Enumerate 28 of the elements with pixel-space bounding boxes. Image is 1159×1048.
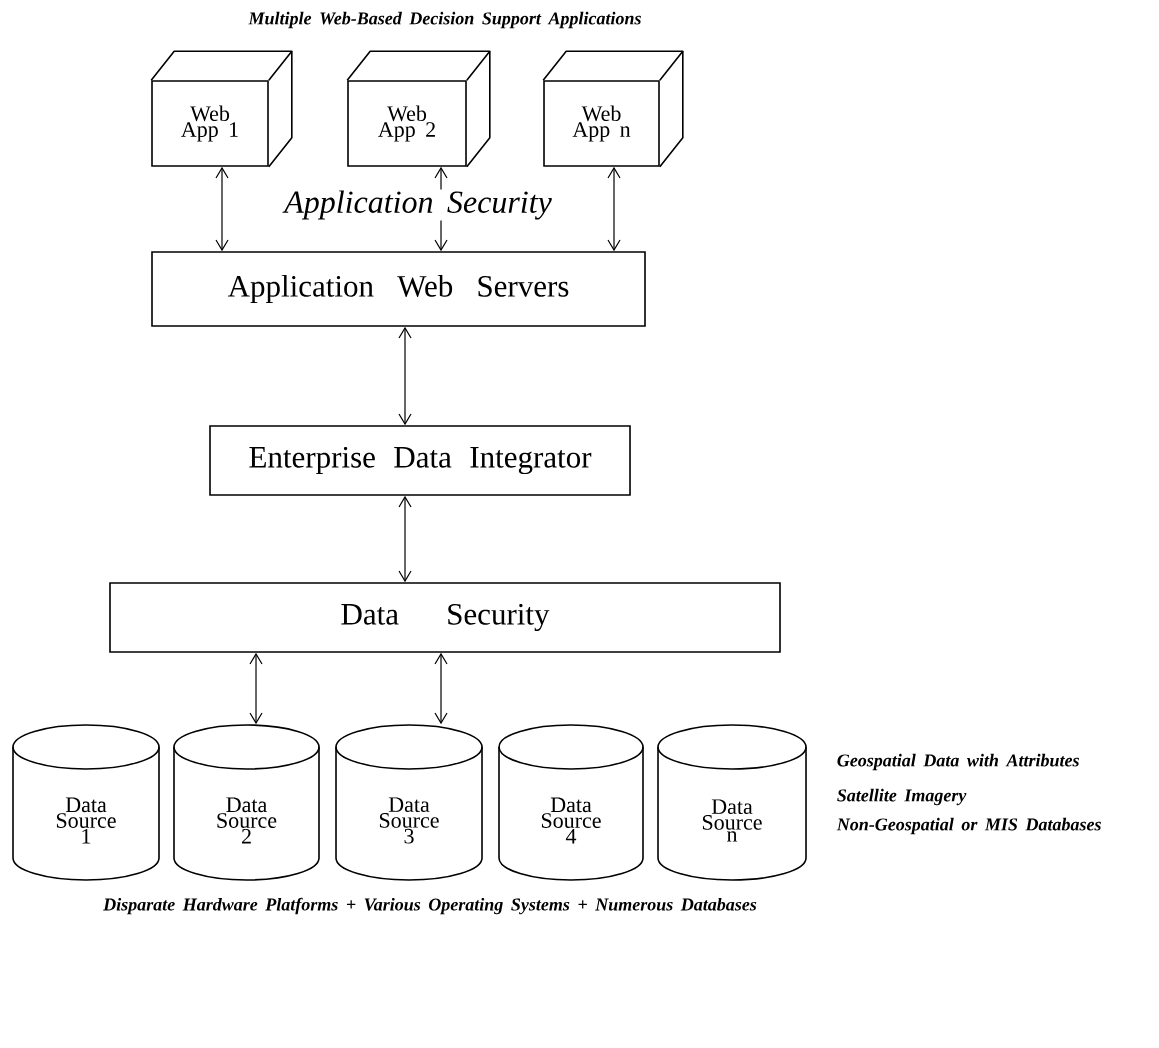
note-text: Non-Geospatial or MIS Databases [835, 816, 1103, 836]
process-box: Application Web Servers [151, 251, 646, 327]
database-cylinder: Data Source 3 [335, 724, 483, 881]
title: Multiple Web-Based Decision Support Applications [248, 11, 641, 29]
arrow [434, 652, 448, 725]
database-cylinder: Data Source n [657, 724, 807, 881]
arrow [607, 166, 621, 252]
node-label: Data Source 4 [541, 797, 601, 844]
caption: Disparate Hardware Platforms + Various Operating Systems + Numerous Databases [103, 897, 757, 915]
note-text: Geospatial Data with Attributes [835, 752, 1081, 772]
arrow [215, 166, 229, 252]
cube-box: Web App 1 [150, 50, 293, 168]
cube-box: Web App n [542, 50, 684, 168]
node-label: Data Source n [702, 799, 762, 842]
cube-box: Web App 2 [346, 50, 491, 168]
node-label: Data Source 3 [379, 797, 439, 844]
database-cylinder: Data Source 2 [173, 724, 320, 881]
node-label: Data Source 2 [217, 797, 277, 844]
note-text: Satellite Imagery [835, 787, 968, 807]
database-cylinder: Data Source 1 [12, 724, 160, 881]
arrow [398, 495, 412, 583]
process-box: Enterprise Data Integrator [209, 425, 631, 496]
process-box: Data Security [109, 582, 781, 653]
note-text: Application Security [282, 189, 553, 221]
database-cylinder: Data Source 4 [498, 724, 644, 881]
arrow [398, 326, 412, 426]
arrow [249, 652, 263, 725]
node-label: Data Source 1 [56, 797, 116, 844]
